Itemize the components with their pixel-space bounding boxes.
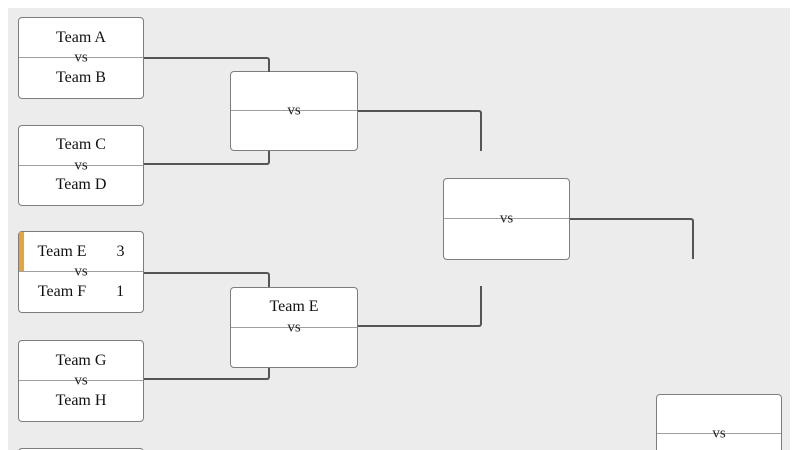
connector-r3m1-to-r4m1 bbox=[570, 218, 694, 259]
match-bottom-slot: Team D bbox=[19, 166, 143, 206]
team-score: 3 bbox=[116, 242, 125, 260]
round1-match2[interactable]: Team C Team D vs bbox=[18, 125, 144, 206]
match-bottom-slot bbox=[444, 219, 569, 259]
round2-match2[interactable]: Team E vs bbox=[230, 287, 358, 368]
round1-match3[interactable]: Team E 3 Team F 1 vs bbox=[18, 231, 144, 313]
match-bottom-slot: Team B bbox=[19, 58, 143, 98]
match-top-slot: Team E 3 bbox=[19, 232, 143, 272]
round2-match1[interactable]: vs bbox=[230, 71, 358, 151]
match-top-slot: Team G bbox=[19, 341, 143, 381]
team-name: Team E bbox=[269, 298, 319, 316]
match-bottom-slot: Team H bbox=[19, 381, 143, 421]
team-score: 1 bbox=[116, 283, 125, 300]
connector-r1m4-to-r2m2 bbox=[144, 368, 270, 380]
match-bottom-slot bbox=[231, 111, 357, 150]
team-name: Team D bbox=[55, 176, 107, 194]
match-top-slot bbox=[231, 72, 357, 111]
connector-r1m3-to-r2m2 bbox=[144, 272, 270, 287]
team-name: Team E bbox=[37, 242, 87, 260]
team-name: Team B bbox=[56, 69, 106, 86]
team-name: Team H bbox=[55, 392, 107, 409]
team-name: Team C bbox=[56, 136, 106, 154]
connector-r1m1-to-r2m1 bbox=[144, 57, 270, 72]
match-bottom-slot bbox=[657, 434, 781, 450]
team-name: Team F bbox=[37, 283, 87, 300]
team-name: Team G bbox=[55, 351, 107, 369]
connector-r1m2-to-r2m1 bbox=[144, 151, 270, 165]
connector-r2m1-to-r3m1 bbox=[358, 110, 482, 151]
match-top-slot: Team C bbox=[19, 126, 143, 166]
match-top-slot: Team E bbox=[231, 288, 357, 328]
round1-match4[interactable]: Team G Team H vs bbox=[18, 340, 144, 422]
match-top-slot bbox=[444, 179, 569, 219]
round4-match1[interactable]: vs bbox=[656, 394, 782, 450]
round3-match1[interactable]: vs bbox=[443, 178, 570, 260]
match-top-slot: Team A bbox=[19, 18, 143, 58]
connector-r2m2-to-r3m1 bbox=[358, 286, 482, 327]
team-name: Team A bbox=[56, 28, 106, 46]
match-bottom-slot bbox=[231, 328, 357, 368]
match-bottom-slot: Team F 1 bbox=[19, 272, 143, 312]
round1-match1[interactable]: Team A Team B vs bbox=[18, 17, 144, 99]
match-top-slot bbox=[657, 395, 781, 434]
